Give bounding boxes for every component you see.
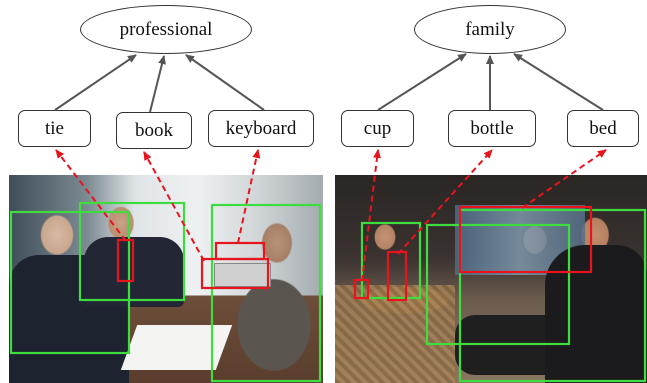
bed-box xyxy=(458,205,593,274)
concept-label: professional xyxy=(119,18,213,40)
concept-label: family xyxy=(465,18,515,40)
bottle-box xyxy=(386,250,408,302)
person-box xyxy=(210,203,322,383)
concept-node-professional: professional xyxy=(80,5,252,54)
link-cup xyxy=(361,149,382,282)
office-meeting-photo xyxy=(9,175,323,383)
object-node-tie: tie xyxy=(18,110,91,147)
object-label: keyboard xyxy=(225,117,297,139)
arrow-keyboard-to-professional xyxy=(185,54,265,111)
object-link-arrows xyxy=(55,149,607,282)
object-label: bed xyxy=(589,117,617,139)
object-boxes xyxy=(116,205,593,302)
concept-arrows-left xyxy=(54,54,265,113)
object-node-cup: cup xyxy=(341,110,414,147)
link-keyboard xyxy=(237,149,261,244)
object-label: cup xyxy=(363,117,392,139)
object-node-book: book xyxy=(116,112,192,149)
link-bottle xyxy=(397,149,493,255)
object-label: tie xyxy=(45,117,64,139)
person-box xyxy=(458,208,647,383)
arrow-book-to-professional xyxy=(149,55,166,113)
person-box xyxy=(360,221,422,300)
keyboard-box xyxy=(214,241,266,261)
concept-arrows-right xyxy=(377,53,604,111)
arrow-bed-to-family xyxy=(513,53,604,111)
link-bed xyxy=(521,149,607,209)
object-label: book xyxy=(135,119,173,141)
person-box xyxy=(9,210,131,355)
object-node-bottle: bottle xyxy=(448,110,536,147)
person-box xyxy=(78,201,186,302)
object-node-keyboard: keyboard xyxy=(208,110,314,147)
object-node-bed: bed xyxy=(567,110,639,147)
person-box xyxy=(425,223,571,346)
arrow-cup-to-family xyxy=(377,53,467,111)
person-boxes-right xyxy=(360,208,647,383)
person-boxes-left xyxy=(9,201,322,383)
link-book xyxy=(143,151,205,262)
link-tie xyxy=(55,149,127,242)
object-label: bottle xyxy=(470,117,514,139)
tie-box xyxy=(116,238,135,283)
concept-node-family: family xyxy=(414,5,566,54)
arrow-tie-to-professional xyxy=(54,54,137,111)
